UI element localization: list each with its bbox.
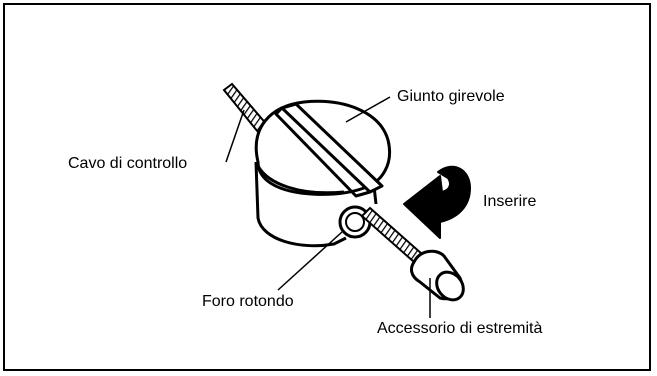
label-end-fitting: Accessorio di estremità (377, 320, 543, 337)
leader-control-cable (225, 109, 245, 163)
label-insert: Inserire (483, 193, 537, 210)
leader-lines (225, 96, 431, 318)
diagram-frame (3, 3, 651, 371)
label-round-hole: Foro rotondo (202, 293, 294, 310)
leader-swivel-joint (345, 96, 391, 123)
leader-round-hole (277, 231, 343, 291)
label-control-cable: Cavo di controllo (68, 155, 188, 172)
insert-arrow (403, 165, 471, 239)
end-fitting (410, 249, 465, 302)
cylinder-slot (274, 102, 384, 198)
control-cable-lower (360, 206, 424, 264)
label-swivel-joint: Giunto girevole (397, 88, 505, 105)
